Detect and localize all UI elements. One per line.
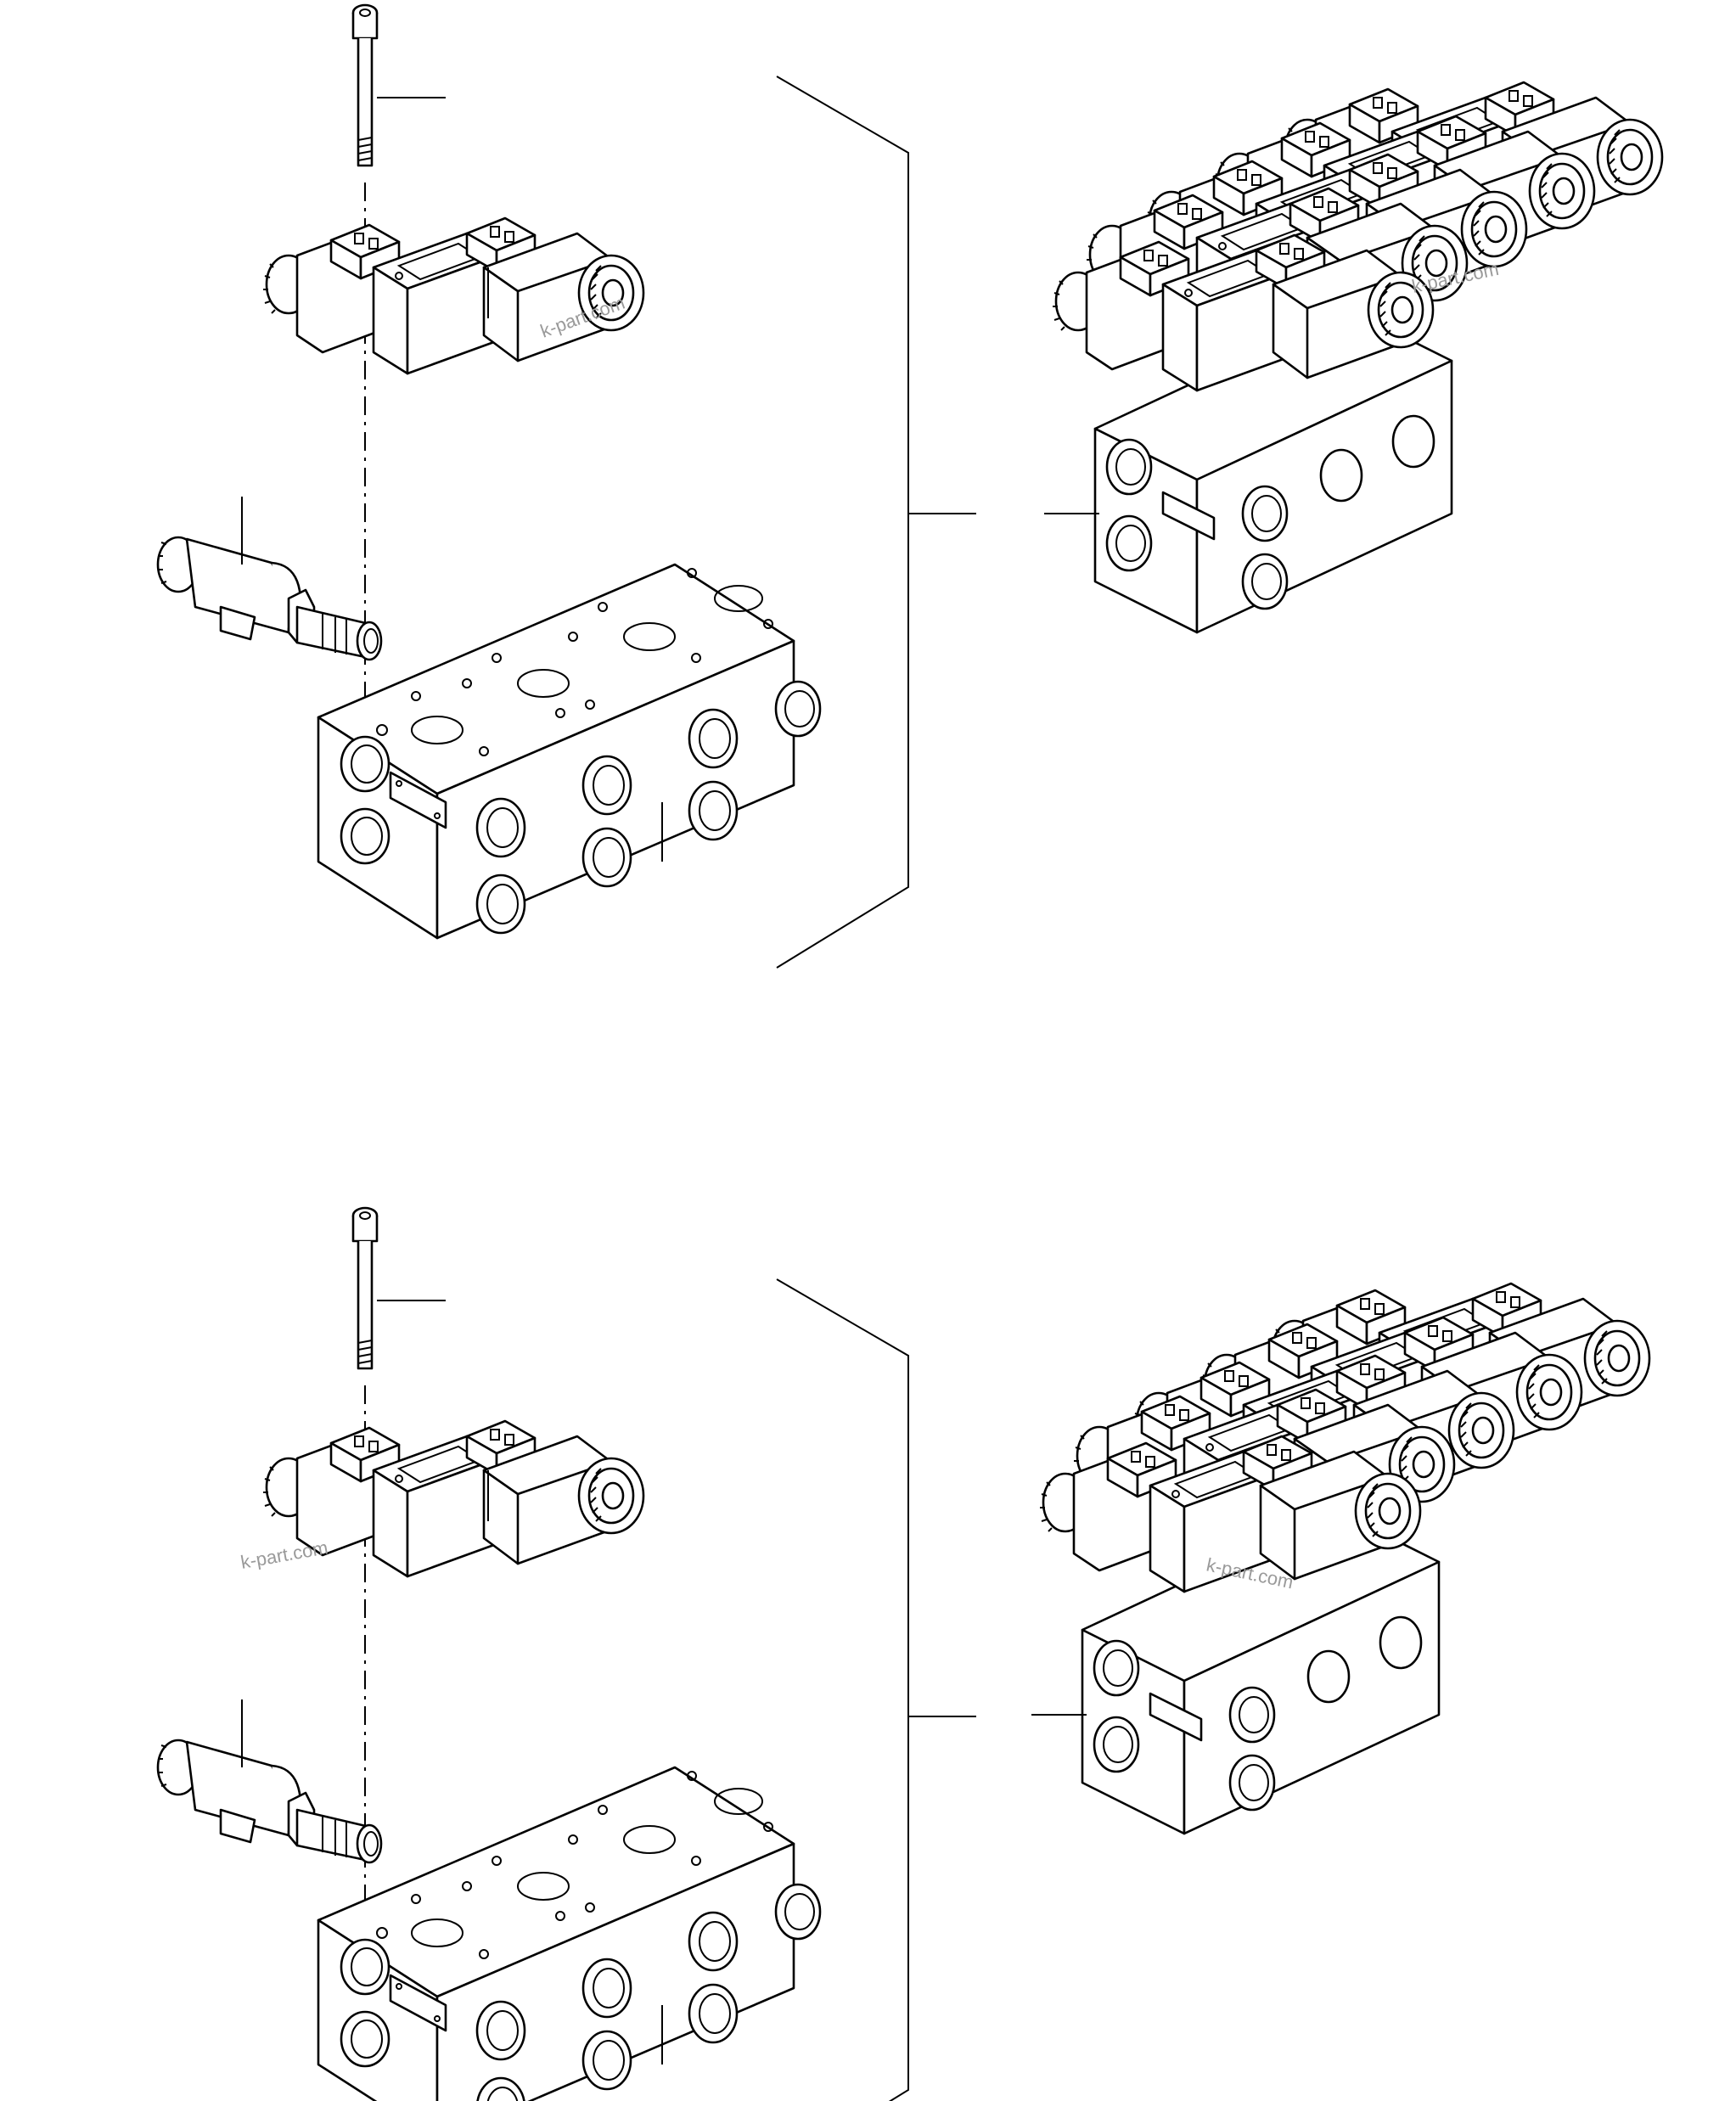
lower-exploded-group xyxy=(158,1208,976,2101)
upper-assembled-valve-stack xyxy=(1044,82,1662,632)
lower-assembled-valve-stack xyxy=(1031,1284,1649,1834)
watermark-3: k-part.com xyxy=(239,1536,330,1573)
upper-exploded-group xyxy=(158,5,976,968)
